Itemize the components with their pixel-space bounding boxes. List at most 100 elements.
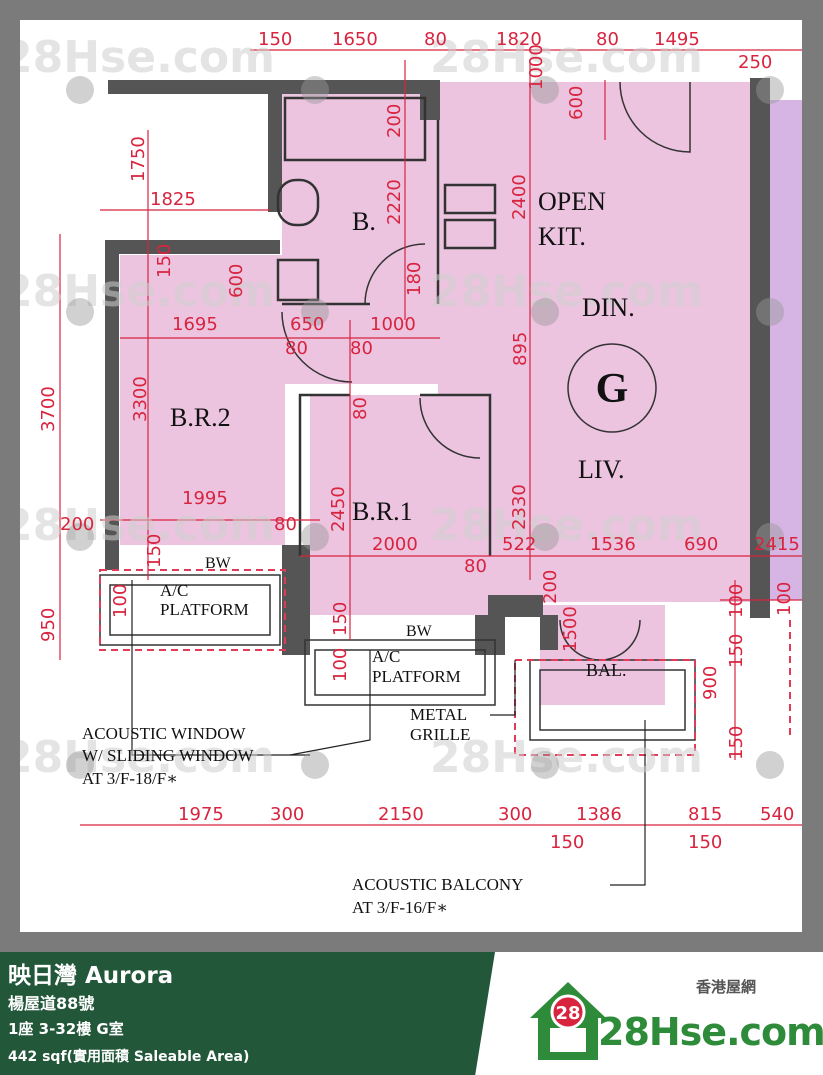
property-address: 楊屋道88號 bbox=[8, 994, 95, 1013]
svg-text:28Hse.com: 28Hse.com bbox=[430, 500, 703, 551]
svg-text:1825: 1825 bbox=[150, 189, 196, 210]
svg-text:100: 100 bbox=[110, 584, 131, 618]
svg-text:PLATFORM: PLATFORM bbox=[160, 600, 249, 619]
svg-text:100: 100 bbox=[726, 584, 747, 618]
svg-text:250: 250 bbox=[738, 52, 772, 73]
footer: 映日灣 Aurora 楊屋道88號 1座 3-32樓 G室 442 sqf(實用… bbox=[0, 952, 823, 1075]
svg-text:1536: 1536 bbox=[590, 534, 636, 555]
room-fills bbox=[120, 82, 750, 705]
property-unit: 1座 3-32樓 G室 bbox=[8, 1020, 124, 1038]
svg-text:300: 300 bbox=[498, 804, 532, 825]
brand-name: 28Hse.com bbox=[598, 1010, 823, 1054]
dimension-labels: 150 1650 80 1820 80 1495 250 1825 1695 6… bbox=[38, 29, 800, 853]
svg-text:150: 150 bbox=[330, 602, 351, 636]
svg-text:1975: 1975 bbox=[178, 804, 224, 825]
svg-text:80: 80 bbox=[596, 29, 619, 50]
label-br2: B.R.2 bbox=[170, 403, 231, 432]
label-open-kit-2: KIT. bbox=[538, 222, 586, 251]
floor-plan-frame: 28Hse.com 28Hse.com 28Hse.com 28Hse.com … bbox=[20, 20, 802, 932]
dimension-lines bbox=[59, 49, 802, 826]
partitions bbox=[276, 96, 497, 556]
label-din: DIN. bbox=[582, 293, 635, 322]
svg-text:80: 80 bbox=[350, 338, 373, 359]
watermarks: 28Hse.com 28Hse.com 28Hse.com 28Hse.com … bbox=[20, 32, 784, 783]
svg-text:28Hse.com: 28Hse.com bbox=[430, 732, 703, 783]
svg-text:895: 895 bbox=[510, 332, 531, 366]
svg-text:28Hse.com: 28Hse.com bbox=[20, 32, 275, 83]
svg-text:28Hse.com: 28Hse.com bbox=[430, 266, 703, 317]
label-bw-2: BW bbox=[406, 623, 433, 640]
svg-text:200: 200 bbox=[384, 104, 405, 138]
room-labels: OPEN KIT. DIN. LIV. B.R.2 B.R.1 B. BAL. … bbox=[170, 187, 635, 680]
neighbor-unit bbox=[770, 100, 802, 600]
svg-text:80: 80 bbox=[285, 338, 308, 359]
svg-text:150: 150 bbox=[688, 832, 722, 853]
label-bal: BAL. bbox=[586, 660, 627, 680]
svg-text:150: 150 bbox=[726, 634, 747, 668]
svg-text:W/ SLIDING WINDOW: W/ SLIDING WINDOW bbox=[82, 746, 254, 765]
svg-text:690: 690 bbox=[684, 534, 718, 555]
label-bath: B. bbox=[352, 207, 376, 236]
svg-text:1386: 1386 bbox=[576, 804, 622, 825]
svg-text:1500: 1500 bbox=[560, 606, 581, 652]
svg-text:1995: 1995 bbox=[182, 488, 228, 509]
svg-text:1820: 1820 bbox=[496, 29, 542, 50]
svg-text:28Hse.com: 28Hse.com bbox=[430, 32, 703, 83]
svg-text:150: 150 bbox=[726, 726, 747, 760]
svg-text:2450: 2450 bbox=[328, 486, 349, 532]
svg-text:600: 600 bbox=[226, 264, 247, 298]
svg-text:1750: 1750 bbox=[128, 136, 149, 182]
svg-text:2330: 2330 bbox=[509, 484, 530, 530]
svg-text:GRILLE: GRILLE bbox=[410, 725, 470, 744]
svg-text:1695: 1695 bbox=[172, 314, 218, 335]
brand-logo: 28 香港屋網 28Hse.com bbox=[528, 966, 823, 1066]
label-open-kit-1: OPEN bbox=[538, 187, 606, 216]
svg-text:200: 200 bbox=[540, 570, 561, 604]
svg-text:3300: 3300 bbox=[130, 376, 151, 422]
svg-text:150: 150 bbox=[258, 29, 292, 50]
svg-text:A/C: A/C bbox=[160, 581, 188, 600]
svg-text:PLATFORM: PLATFORM bbox=[372, 667, 461, 686]
svg-text:100: 100 bbox=[774, 582, 795, 616]
svg-text:2415: 2415 bbox=[754, 534, 800, 555]
svg-text:200: 200 bbox=[60, 514, 94, 535]
unit-circle: G bbox=[567, 343, 657, 433]
walls bbox=[105, 78, 770, 655]
svg-text:950: 950 bbox=[38, 608, 59, 642]
dashed-outlines bbox=[99, 569, 791, 756]
svg-text:80: 80 bbox=[274, 514, 297, 535]
svg-text:80: 80 bbox=[464, 556, 487, 577]
svg-text:ACOUSTIC BALCONY: ACOUSTIC BALCONY bbox=[352, 875, 523, 894]
svg-text:2150: 2150 bbox=[378, 804, 424, 825]
brand-cn-name: 香港屋網 bbox=[696, 978, 757, 996]
svg-text:150: 150 bbox=[154, 244, 175, 278]
svg-text:28Hse.com: 28Hse.com bbox=[20, 266, 275, 317]
svg-text:A/C: A/C bbox=[372, 647, 400, 666]
svg-text:1650: 1650 bbox=[332, 29, 378, 50]
footer-info-panel: 映日灣 Aurora 楊屋道88號 1座 3-32樓 G室 442 sqf(實用… bbox=[0, 952, 495, 1075]
label-bw-1: BW bbox=[205, 555, 232, 572]
svg-text:28Hse.com: 28Hse.com bbox=[20, 500, 275, 551]
property-area: 442 sqf(實用面積 Saleable Area) bbox=[8, 1049, 250, 1065]
leader-lines bbox=[131, 580, 646, 886]
svg-text:540: 540 bbox=[760, 804, 794, 825]
svg-text:2000: 2000 bbox=[372, 534, 418, 555]
svg-text:150: 150 bbox=[550, 832, 584, 853]
svg-text:AT 3/F-16/F∗: AT 3/F-16/F∗ bbox=[352, 898, 448, 917]
svg-text:80: 80 bbox=[350, 397, 371, 420]
svg-text:180: 180 bbox=[404, 262, 425, 296]
svg-text:28Hse.com: 28Hse.com bbox=[20, 732, 275, 783]
watermark-badge bbox=[66, 76, 784, 779]
svg-text:522: 522 bbox=[502, 534, 536, 555]
svg-text:METAL: METAL bbox=[410, 705, 467, 724]
svg-text:1000: 1000 bbox=[526, 44, 547, 90]
label-br1: B.R.1 bbox=[352, 497, 413, 526]
svg-text:815: 815 bbox=[688, 804, 722, 825]
svg-text:1495: 1495 bbox=[654, 29, 700, 50]
svg-text:2400: 2400 bbox=[509, 174, 530, 220]
svg-text:3700: 3700 bbox=[38, 386, 59, 432]
svg-text:100: 100 bbox=[330, 648, 351, 682]
svg-text:300: 300 bbox=[270, 804, 304, 825]
svg-text:G: G bbox=[596, 366, 629, 412]
svg-text:28: 28 bbox=[555, 1003, 580, 1024]
